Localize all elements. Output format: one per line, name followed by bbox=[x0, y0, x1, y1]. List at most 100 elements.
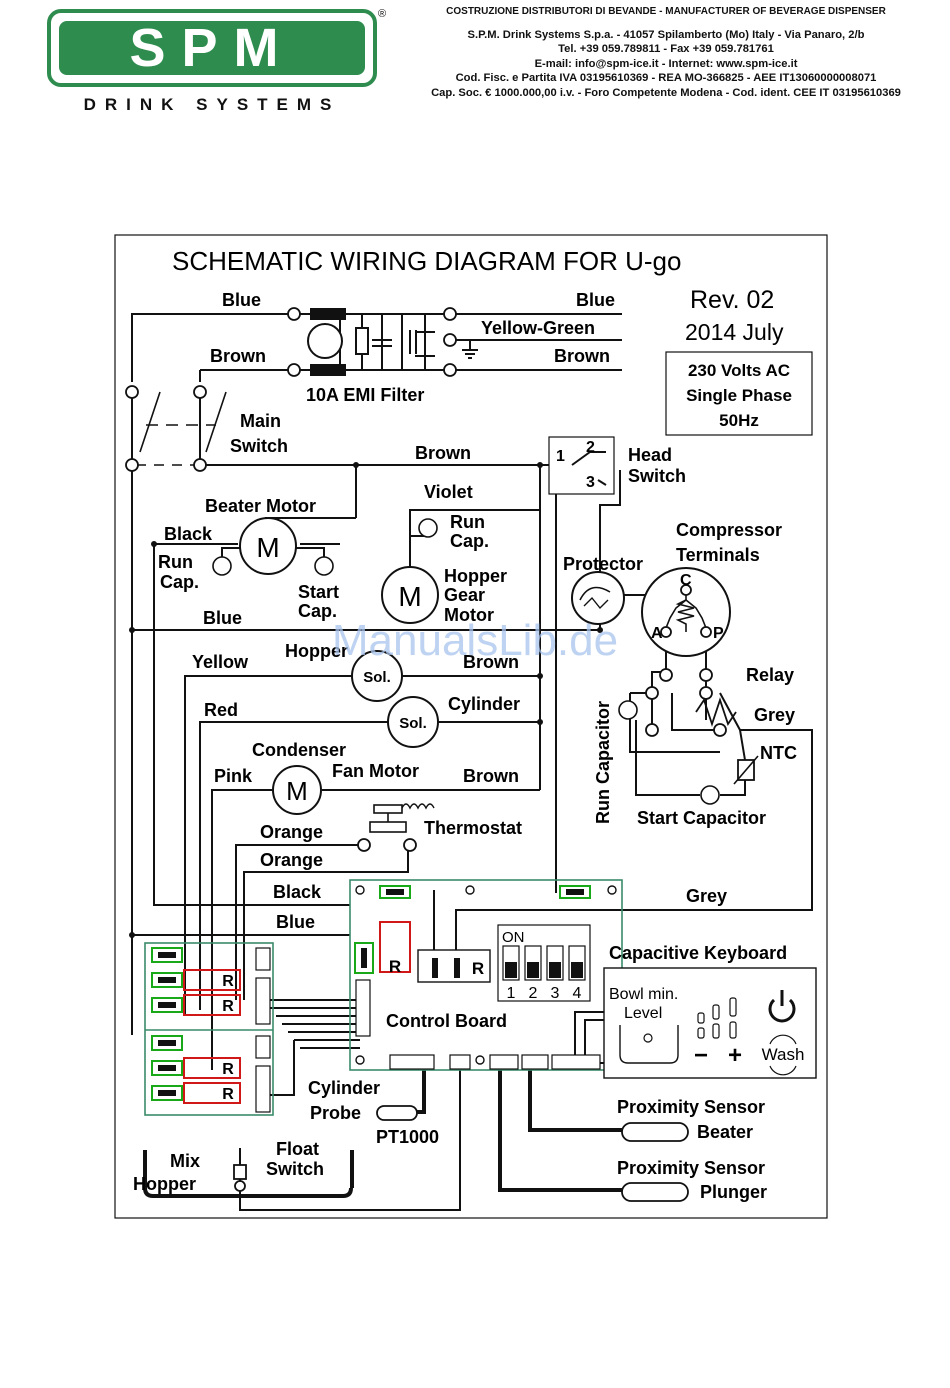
solenoid-label: Sol. bbox=[363, 669, 391, 686]
compressor-winding bbox=[685, 599, 707, 629]
wire-label: Brown bbox=[415, 443, 471, 463]
dip-number: 2 bbox=[529, 985, 538, 1002]
registered-mark: ® bbox=[378, 8, 387, 20]
wire-label: Pink bbox=[214, 766, 253, 786]
float-switch-label: Switch bbox=[266, 1159, 324, 1179]
solenoid-label: Sol. bbox=[399, 715, 427, 732]
inductor bbox=[310, 308, 346, 320]
terminal-label: P bbox=[713, 625, 724, 642]
beater-motor-label: Beater Motor bbox=[205, 496, 316, 516]
condenser-fan-motor bbox=[272, 765, 322, 815]
motor-symbol: M bbox=[256, 532, 279, 563]
proximity-sensor-plunger bbox=[621, 1182, 689, 1202]
wire-label: Black bbox=[164, 524, 213, 544]
thermostat-body bbox=[373, 804, 403, 814]
start-capacitor-label: Start Capacitor bbox=[637, 808, 766, 828]
revision: Rev. 02 bbox=[690, 286, 774, 314]
company-info: COSTRUZIONE DISTRIBUTORI DI BEVANDE - MA… bbox=[420, 5, 912, 101]
terminal-a bbox=[660, 626, 672, 638]
wire-label: Orange bbox=[260, 850, 323, 870]
float-switch bbox=[233, 1164, 247, 1180]
head-switch-box bbox=[548, 436, 615, 495]
wire-label: Red bbox=[204, 700, 238, 720]
head-terminal: 3 bbox=[586, 474, 595, 491]
hopper-gear-label: Motor bbox=[444, 605, 494, 625]
plus-icon: + bbox=[728, 1042, 742, 1069]
pin-headers bbox=[255, 947, 601, 1113]
cylinder-probe-label: Cylinder bbox=[308, 1078, 380, 1098]
wire-label: Blue bbox=[276, 912, 315, 932]
wire-label: Blue bbox=[203, 608, 242, 628]
wash-label: Wash bbox=[762, 1045, 805, 1064]
resistor bbox=[355, 327, 369, 355]
junction-dots bbox=[129, 462, 603, 938]
diagram-frame bbox=[114, 234, 828, 1219]
relay-board bbox=[144, 942, 274, 1116]
relay-label: R bbox=[222, 1086, 234, 1103]
hopper-gear-label: Gear bbox=[444, 585, 485, 605]
float-switch-label: Float bbox=[276, 1139, 319, 1159]
cap-label: Run bbox=[158, 552, 193, 572]
power-line: 50Hz bbox=[719, 411, 759, 430]
ntc-label: NTC bbox=[760, 743, 797, 763]
main-switch-label: Main bbox=[240, 411, 281, 431]
company-line: COSTRUZIONE DISTRIBUTORI DI BEVANDE - MA… bbox=[446, 6, 886, 17]
diagram-title: SCHEMATIC WIRING DIAGRAM FOR U-go bbox=[172, 246, 681, 276]
wire-label: Grey bbox=[686, 886, 727, 906]
watermark: ManualsLib.de bbox=[332, 616, 618, 665]
dip-number: 3 bbox=[551, 985, 560, 1002]
main-switch-label: Switch bbox=[230, 436, 288, 456]
run-cap-hopper bbox=[418, 518, 438, 538]
cap-label: Cap. bbox=[160, 572, 199, 592]
wash-icon bbox=[769, 1034, 797, 1076]
start-cap-beater bbox=[314, 556, 334, 576]
compressor-label: Compressor bbox=[676, 520, 782, 540]
logo-text: SPM bbox=[129, 18, 295, 78]
head-switch-label: Head bbox=[628, 445, 672, 465]
wire-label: Brown bbox=[463, 652, 519, 672]
relay-coil bbox=[695, 697, 737, 727]
proximity-label: Proximity Sensor bbox=[617, 1158, 765, 1178]
dip-number: 1 bbox=[507, 985, 516, 1002]
terminal-dots bbox=[125, 307, 727, 852]
protector bbox=[571, 571, 625, 625]
terminal-p bbox=[700, 626, 712, 638]
power-icon bbox=[768, 998, 796, 1023]
control-board-label: Control Board bbox=[386, 1011, 507, 1031]
terminal-c bbox=[680, 584, 692, 596]
motor-symbol: M bbox=[398, 581, 421, 612]
thermostat-body bbox=[369, 821, 407, 833]
proximity-label: Plunger bbox=[700, 1182, 767, 1202]
cylinder-probe-label: Probe bbox=[310, 1103, 361, 1123]
spm-logo: SPM bbox=[47, 9, 377, 87]
relay-label: R bbox=[222, 1061, 234, 1078]
cylinder-solenoid bbox=[387, 696, 439, 748]
wire-label: Brown bbox=[210, 346, 266, 366]
capacitive-keyboard-label: Capacitive Keyboard bbox=[609, 943, 787, 963]
capacitive-keyboard bbox=[603, 967, 817, 1079]
pt1000-label: PT1000 bbox=[376, 1127, 439, 1147]
wire-label: Yellow-Green bbox=[481, 318, 595, 338]
hopper-solenoid bbox=[351, 650, 403, 702]
cap-label: Run bbox=[450, 512, 485, 532]
emi-filter-label: 10A EMI Filter bbox=[306, 385, 424, 405]
terminal-label: A bbox=[651, 625, 663, 642]
dip-on-label: ON bbox=[502, 929, 525, 946]
run-capacitor-label: Run Capacitor bbox=[593, 701, 613, 824]
hopper-gear-label: Hopper bbox=[444, 566, 507, 586]
wire-label: Blue bbox=[576, 290, 615, 310]
protector-label: Protector bbox=[563, 554, 643, 574]
level-bars-icon bbox=[697, 997, 737, 1039]
wires bbox=[131, 313, 813, 1211]
company-line: Cod. Fisc. e Partita IVA 03195610369 - R… bbox=[455, 72, 877, 85]
wire-label: Blue bbox=[222, 290, 261, 310]
company-line: E-mail: info@spm-ice.it - Internet: www.… bbox=[534, 57, 798, 70]
dip-number: 4 bbox=[573, 985, 582, 1002]
thermostat-label: Thermostat bbox=[424, 818, 522, 838]
cap-label: Cap. bbox=[450, 531, 489, 551]
board-holes bbox=[355, 885, 617, 1065]
head-switch-label: Switch bbox=[628, 466, 686, 486]
mix-hopper bbox=[143, 1187, 353, 1198]
protector-element bbox=[583, 596, 609, 610]
compressor-winding bbox=[665, 599, 687, 629]
